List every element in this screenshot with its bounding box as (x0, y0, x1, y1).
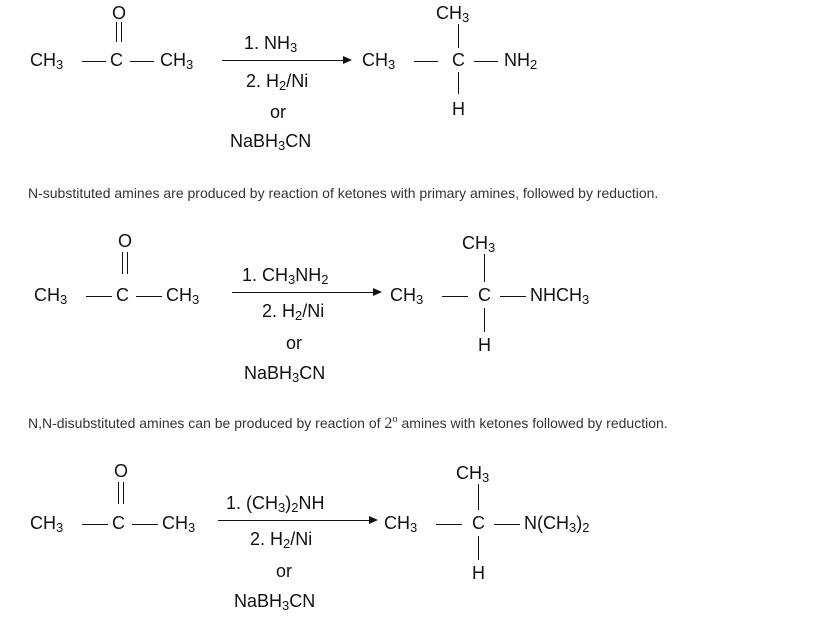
bond (458, 24, 459, 48)
bond (82, 524, 108, 525)
caption-text-start: N,N-disubstituted amines can be produced… (28, 415, 385, 431)
product-amine-group: NHCH3 (530, 285, 590, 308)
carbonyl-double-bond (118, 482, 124, 504)
product-hydrogen: H (478, 335, 491, 355)
carbonyl-double-bond (116, 22, 122, 42)
reagent-step-1: 1. (CH3)2NH (226, 493, 325, 516)
product-top-methyl: CH3 (462, 233, 496, 256)
bond (436, 524, 462, 525)
bond (474, 61, 498, 62)
carbonyl-carbon: C (112, 513, 125, 533)
product-left-methyl: CH3 (390, 285, 424, 308)
bond (136, 296, 162, 297)
reactant-left-methyl: CH3 (30, 513, 64, 536)
reagent-step-2: 2. H2/Ni (262, 301, 325, 324)
bond (494, 524, 520, 525)
reagent-alternative: NaBH3CN (234, 591, 316, 614)
bond (442, 296, 468, 297)
caption-amine-class: 2o (384, 413, 398, 432)
bond (82, 61, 106, 62)
carbonyl-oxygen: O (118, 231, 133, 251)
bond (86, 296, 112, 297)
carbonyl-oxygen: O (114, 461, 129, 481)
reaction-arrow (222, 56, 352, 64)
product-left-methyl: CH3 (384, 513, 418, 536)
reactant-left-methyl: CH3 (34, 285, 68, 308)
reagent-step-2: 2. H2/Ni (250, 529, 313, 552)
product-amine-group: NH2 (504, 50, 538, 73)
reagent-step-2: 2. H2/Ni (246, 71, 309, 94)
reagent-or: or (270, 102, 287, 122)
reagent-alternative: NaBH3CN (230, 131, 312, 154)
reagent-or: or (276, 561, 293, 581)
bond (484, 254, 485, 282)
reaction-arrow (218, 516, 378, 524)
bond (478, 536, 479, 560)
bond (130, 61, 154, 62)
carbonyl-carbon: C (116, 285, 129, 305)
product-central-carbon: C (478, 285, 491, 305)
reactant-left-methyl: CH3 (30, 50, 64, 73)
product-hydrogen: H (472, 563, 485, 583)
bond (500, 296, 526, 297)
reagent-step-1: 1. CH3NH2 (242, 265, 329, 288)
product-amine-group: N(CH3)2 (524, 513, 590, 536)
bond (478, 484, 479, 510)
product-top-methyl: CH3 (436, 3, 470, 26)
product-left-methyl: CH3 (362, 50, 396, 73)
reaction-arrow (232, 288, 382, 296)
carbonyl-oxygen: O (112, 3, 127, 23)
caption-n-substituted: N-substituted amines are produced by rea… (28, 185, 659, 201)
bond (458, 72, 459, 94)
bond (132, 524, 158, 525)
reactant-right-methyl: CH3 (162, 513, 196, 536)
caption-amine-degree: 2 (384, 415, 393, 432)
product-central-carbon: C (472, 513, 485, 533)
reagent-step-1: 1. NH3 (244, 33, 298, 56)
product-central-carbon: C (452, 50, 465, 70)
reactant-right-methyl: CH3 (166, 285, 200, 308)
reactant-right-methyl: CH3 (160, 50, 194, 73)
caption-text-end: amines with ketones followed by reductio… (397, 415, 668, 431)
product-top-methyl: CH3 (456, 463, 490, 486)
caption-n-n-disubstituted: N,N-disubstituted amines can be produced… (28, 413, 668, 432)
bond (484, 308, 485, 332)
reagent-or: or (286, 333, 303, 353)
carbonyl-double-bond (122, 252, 128, 274)
carbonyl-carbon: C (110, 50, 123, 70)
product-hydrogen: H (452, 99, 465, 119)
caption-degree-symbol: o (392, 413, 398, 425)
reagent-alternative: NaBH3CN (244, 363, 326, 386)
bond (414, 61, 438, 62)
